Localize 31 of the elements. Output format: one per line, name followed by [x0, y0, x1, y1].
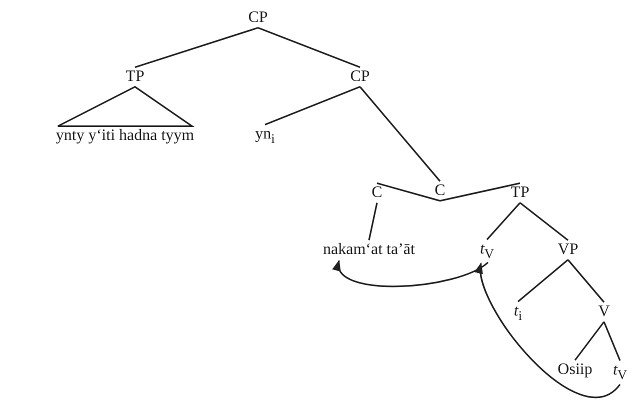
- leaf-phrase: nakamʻat taʼāt: [323, 241, 415, 259]
- tree-branch: [574, 321, 605, 361]
- trace-label: t$_{V}$: [480, 240, 494, 262]
- movement-arrow: [476, 262, 621, 398]
- tree-branch: [258, 27, 360, 68]
- trace-label: yn$_{i}$: [255, 126, 275, 146]
- category-label: VP: [558, 241, 578, 259]
- category-label: TP: [510, 184, 530, 202]
- tree-branch: [520, 202, 568, 241]
- trace-label: t$_{V}$: [612, 362, 628, 382]
- trace-label: t$_{i}$: [514, 302, 522, 324]
- category-label: C: [372, 184, 382, 202]
- category-label: V: [598, 303, 610, 321]
- tree-branch: [134, 27, 258, 68]
- category-label: TP: [126, 68, 144, 86]
- tree-branch: [368, 202, 378, 240]
- category-label: CP: [248, 9, 268, 27]
- tree-branch: [440, 182, 520, 202]
- tree-branch: [359, 86, 441, 182]
- tree-branch: [517, 259, 569, 302]
- category-label: C: [434, 182, 446, 200]
- tree-branch: [486, 202, 521, 240]
- tree-triangle: [57, 86, 195, 127]
- tree-branch: [603, 322, 621, 361]
- tree-branch: [376, 182, 440, 202]
- leaf-word: Osiip: [558, 361, 592, 379]
- tree-branch: [264, 86, 360, 126]
- tree-branch: [567, 259, 605, 303]
- category-label: CP: [350, 68, 370, 86]
- leaf-phrase: ynty yʻiti hadna tyym: [56, 127, 194, 145]
- movement-arrow: [334, 260, 488, 288]
